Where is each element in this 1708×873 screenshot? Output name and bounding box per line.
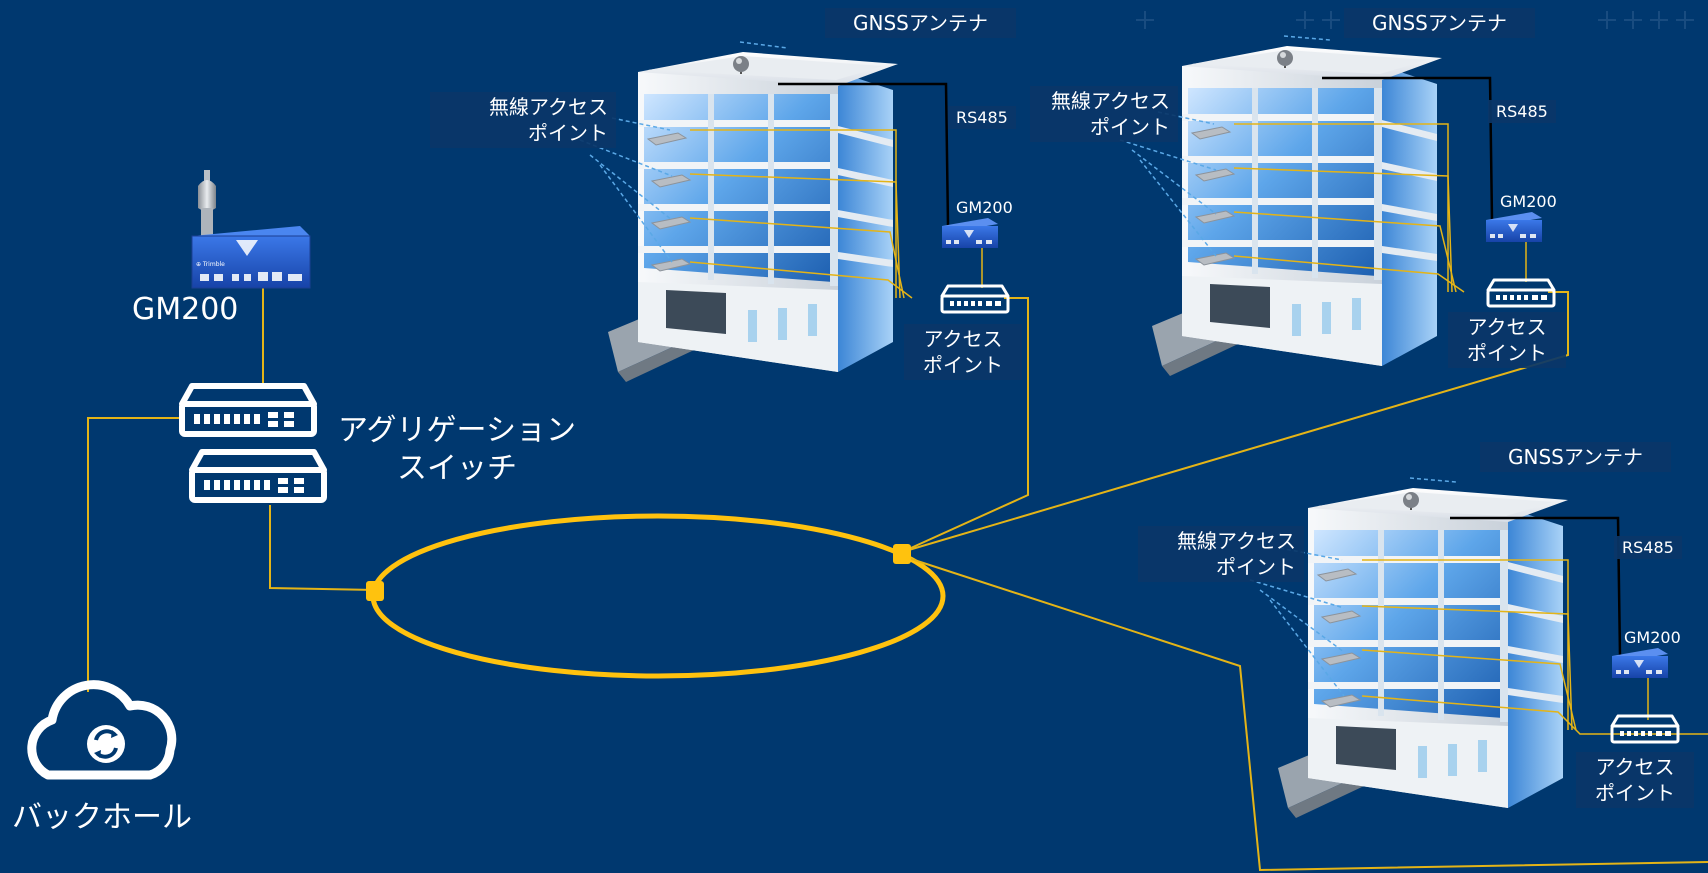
cloud-sync-icon [27, 680, 177, 780]
gm200-device-icon: ⊕ Trimble [191, 226, 311, 289]
background-decoration [1136, 11, 1694, 29]
access-point-switch-icon [1486, 278, 1556, 308]
gm200-label: GM200 [1624, 628, 1681, 647]
gm200-label: GM200 [1500, 192, 1557, 211]
building-2 [1119, 35, 1556, 377]
network-switch-icon [182, 386, 314, 434]
gm200-label: GM200 [956, 198, 1013, 217]
access-point-label: アクセス ポイント [1576, 752, 1694, 808]
access-point-switch-icon [1610, 714, 1680, 744]
gnss-antenna-label: GNSSアンテナ [825, 8, 1017, 38]
gnss-antenna-icon [198, 170, 216, 238]
access-point-label: アクセス ポイント [904, 324, 1022, 380]
wireless-access-point-label: 無線アクセス ポイント [430, 92, 616, 148]
building-3 [1249, 477, 1708, 819]
ring-node-left [366, 581, 384, 601]
aggregation-switch-label: アグリゲーション スイッチ [338, 413, 576, 486]
gnss-antenna-label: GNSSアンテナ [1480, 442, 1672, 472]
gm200-label: GM200 [132, 292, 239, 327]
rs485-label: RS485 [948, 106, 1016, 129]
wireless-access-point-label: 無線アクセス ポイント [1138, 526, 1304, 582]
wireless-access-point-label: 無線アクセス ポイント [1030, 86, 1178, 142]
backhaul-label: バックホール [12, 800, 192, 835]
rs485-label: RS485 [1614, 536, 1682, 559]
svg-text:⊕ Trimble: ⊕ Trimble [196, 261, 225, 268]
access-point-switch-icon [940, 284, 1010, 314]
ring-node-right [893, 544, 911, 564]
network-switch-icon [192, 452, 324, 500]
gm200-device-icon [942, 218, 998, 248]
gnss-antenna-label: GNSSアンテナ [1344, 8, 1536, 38]
gm200-device-icon [1486, 212, 1542, 242]
network-ring [370, 513, 946, 679]
building-1 [579, 41, 1010, 383]
rs485-label: RS485 [1488, 100, 1556, 123]
network-links [87, 282, 1708, 872]
access-point-label: アクセス ポイント [1448, 312, 1566, 368]
